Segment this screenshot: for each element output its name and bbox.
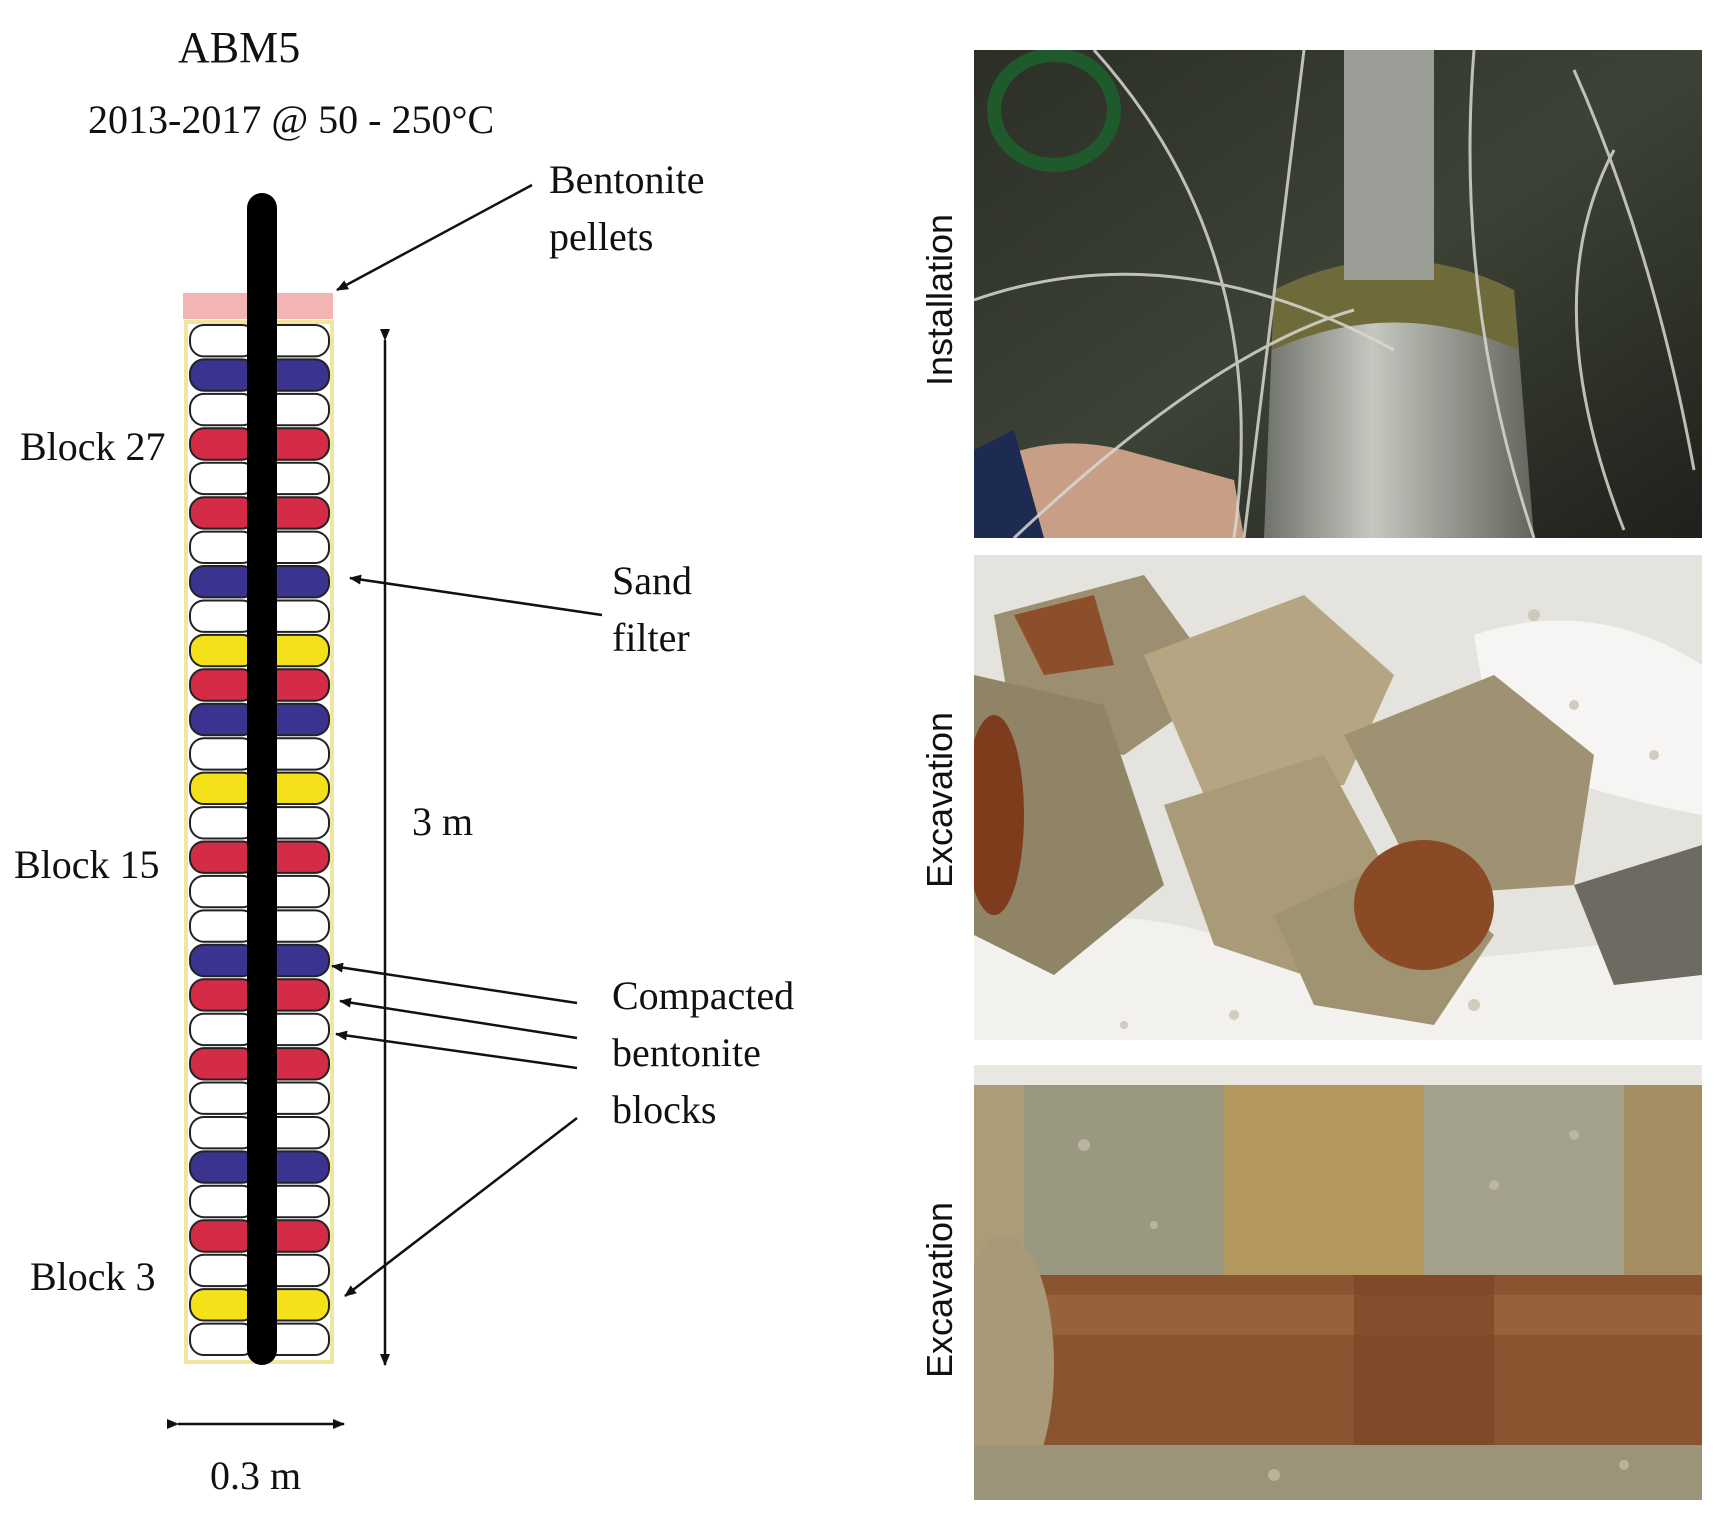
compacted-arrow-3 bbox=[335, 1030, 578, 1070]
bentonite-block-27-left bbox=[189, 427, 257, 461]
bentonite-block-29-left bbox=[189, 358, 257, 392]
compacted-label-line3: blocks bbox=[612, 1086, 717, 1132]
bentonite-block-3-left bbox=[189, 1253, 257, 1288]
bentonite-block-20-left bbox=[189, 668, 257, 702]
bentonite-block-9-left bbox=[189, 1047, 257, 1081]
pellets-label: Bentonite pellets bbox=[549, 152, 705, 266]
block-27-label: Block 27 bbox=[20, 424, 166, 469]
bentonite-block-23-left bbox=[189, 565, 257, 599]
excavation-heater-photo bbox=[974, 1065, 1702, 1500]
compacted-label-line2: bentonite bbox=[612, 1029, 761, 1075]
bentonite-block-14-left bbox=[189, 874, 257, 909]
bentonite-block-8-left bbox=[189, 1081, 257, 1115]
bentonite-block-15-left bbox=[189, 840, 257, 874]
bentonite-block-18-left bbox=[189, 737, 257, 771]
bentonite-block-30-left bbox=[189, 324, 257, 358]
installation-photo bbox=[974, 50, 1702, 538]
block-3-label: Block 3 bbox=[30, 1254, 156, 1299]
bentonite-block-13-left bbox=[189, 909, 257, 943]
bentonite-block-19-left bbox=[189, 702, 257, 737]
compacted-bentonite-blocks bbox=[189, 324, 330, 1356]
bentonite-block-4-left bbox=[189, 1219, 257, 1253]
bentonite-block-11-left bbox=[189, 978, 257, 1012]
compacted-blocks-label: Compacted bentonite blocks bbox=[612, 968, 794, 1138]
excavation-blocks-photo bbox=[974, 555, 1702, 1040]
bentonite-block-12-left bbox=[189, 943, 257, 978]
pellets-arrow bbox=[336, 183, 533, 292]
bentonite-block-25-left bbox=[189, 496, 257, 530]
bentonite-block-1-left bbox=[189, 1322, 257, 1356]
compacted-arrow-1 bbox=[331, 962, 578, 1005]
compacted-arrow-4 bbox=[344, 1117, 578, 1297]
compacted-arrow-2 bbox=[339, 997, 578, 1040]
compacted-label-line1: Compacted bbox=[612, 973, 795, 1018]
bentonite-block-28-left bbox=[189, 392, 257, 427]
diagram-subtitle: 2013-2017 @ 50 - 250°C bbox=[88, 97, 495, 142]
pellets-label-line1: Bentonite bbox=[549, 157, 705, 202]
height-label: 3 m bbox=[412, 799, 474, 844]
bentonite-block-5-left bbox=[189, 1184, 257, 1219]
borehole-diagram bbox=[167, 183, 603, 1429]
sand-filter-arrow bbox=[349, 574, 603, 617]
bentonite-block-17-left bbox=[189, 771, 257, 805]
bentonite-block-21-left bbox=[189, 633, 257, 668]
diagram-title: ABM5 bbox=[178, 23, 301, 72]
photo-label-excavation-2: Excavation bbox=[919, 1201, 960, 1379]
bentonite-block-24-left bbox=[189, 530, 257, 564]
bentonite-block-16-left bbox=[189, 806, 257, 840]
bentonite-block-10-left bbox=[189, 1012, 257, 1047]
bentonite-block-26-left bbox=[189, 461, 257, 496]
bentonite-block-2-left bbox=[189, 1288, 257, 1322]
photo-label-excavation-1: Excavation bbox=[919, 711, 960, 889]
width-label: 0.3 m bbox=[210, 1453, 302, 1498]
bentonite-block-22-left bbox=[189, 599, 257, 633]
pellets-label-line2: pellets bbox=[549, 213, 654, 259]
sand-filter-label: Sand filter bbox=[612, 553, 692, 667]
photo-label-installation: Installation bbox=[919, 213, 960, 387]
bentonite-block-6-left bbox=[189, 1150, 257, 1184]
block-15-label: Block 15 bbox=[14, 842, 160, 887]
bentonite-block-7-left bbox=[189, 1116, 257, 1150]
sand-filter-label-line2: filter bbox=[612, 614, 690, 660]
sand-filter-label-line1: Sand bbox=[612, 558, 692, 603]
